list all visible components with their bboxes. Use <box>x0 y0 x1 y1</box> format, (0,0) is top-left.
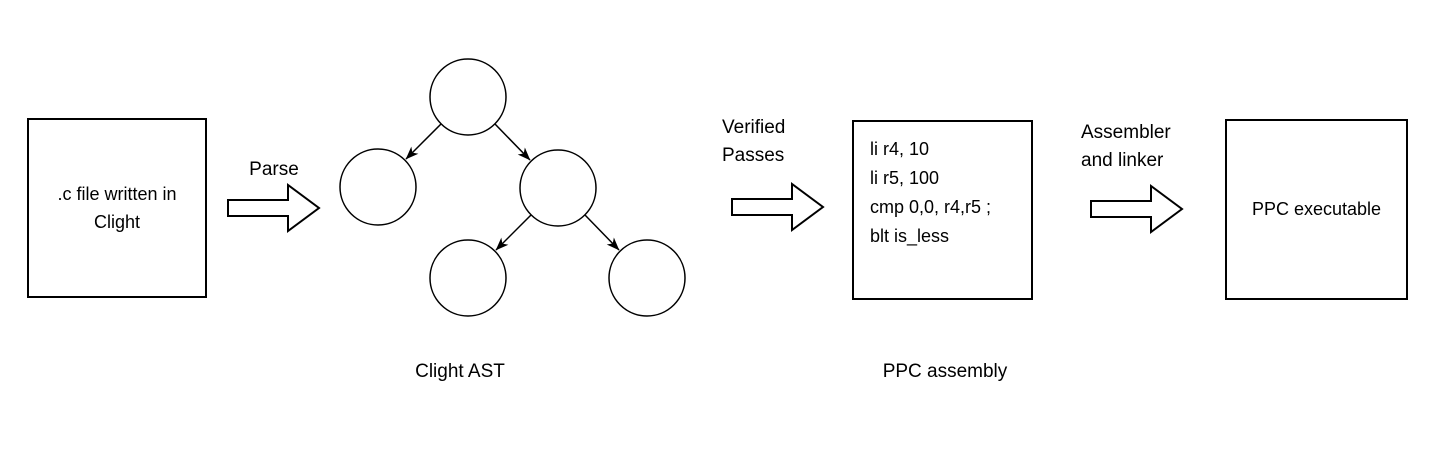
executable-label: PPC executable <box>1251 199 1382 219</box>
ast-edge <box>405 123 442 160</box>
ast-edge <box>494 123 531 161</box>
verified-passes-arrow-icon <box>731 182 825 232</box>
ppc-executable-box: PPC executable <box>1225 119 1408 300</box>
source-file-box: .c file written in Clight <box>27 118 207 298</box>
verified-passes-label: Verified Passes <box>722 117 786 166</box>
ast-node <box>429 58 507 136</box>
assembler-linker-arrow-icon <box>1090 184 1184 234</box>
ast-node <box>608 239 686 317</box>
ast-node <box>339 148 417 226</box>
ast-node <box>519 149 597 227</box>
ppc-assembly-caption: PPC assembly <box>882 361 1008 382</box>
assembler-linker-label: Assembler and linker <box>1081 122 1171 171</box>
parse-label: Parse <box>249 159 299 180</box>
parse-arrow-icon <box>227 183 321 233</box>
ppc-assembly-box: li r4, 10 li r5, 100 cmp 0,0, r4,r5 ; bl… <box>852 120 1033 300</box>
clight-ast-tree <box>339 58 686 317</box>
clight-ast-caption: Clight AST <box>415 361 505 382</box>
source-file-label: .c file written in Clight <box>57 184 177 232</box>
ast-edge <box>495 214 532 251</box>
assembly-code: li r4, 10 li r5, 100 cmp 0,0, r4,r5 ; bl… <box>870 139 992 246</box>
ast-edge <box>584 214 620 251</box>
ast-node <box>429 239 507 317</box>
